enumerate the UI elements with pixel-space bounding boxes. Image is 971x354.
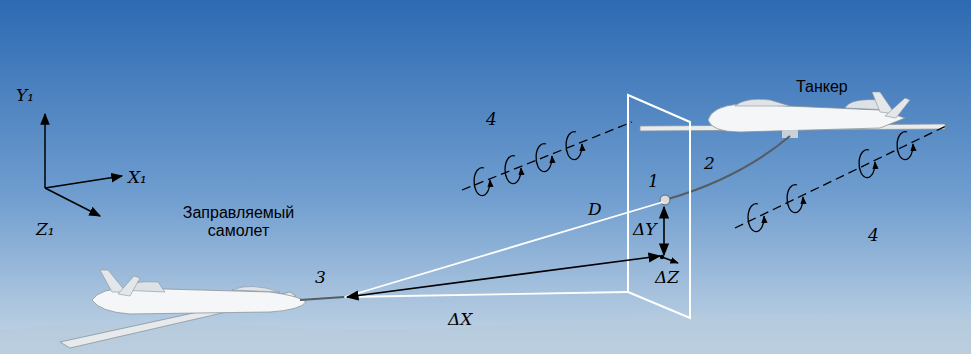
haze bbox=[0, 315, 971, 354]
aircraft-name: Заправляемый самолет bbox=[176, 204, 301, 239]
axis-label: Z₁ bbox=[36, 220, 55, 239]
dimension-label: ΔX bbox=[448, 310, 472, 329]
reference-plane bbox=[628, 95, 690, 318]
probe-point bbox=[660, 255, 664, 259]
axis-label: Y₁ bbox=[16, 86, 34, 105]
cone-lines bbox=[345, 202, 663, 297]
callout-number: 1 bbox=[648, 172, 659, 191]
wake-vortex bbox=[462, 122, 632, 196]
callout-number: 4 bbox=[868, 226, 879, 245]
aircraft-name: Танкер bbox=[796, 78, 848, 96]
axes bbox=[45, 114, 122, 216]
dimension-label: ΔY bbox=[633, 220, 657, 239]
callout-number: 3 bbox=[315, 268, 326, 287]
callout-number: 4 bbox=[486, 110, 497, 129]
tanker-aircraft bbox=[640, 92, 945, 138]
dy-arrow bbox=[663, 207, 665, 255]
wake-vortex bbox=[735, 125, 948, 232]
dz-arrow bbox=[662, 257, 678, 263]
hose bbox=[668, 136, 790, 199]
refuelled-aircraft bbox=[60, 270, 344, 348]
dimension-label: ΔZ bbox=[655, 268, 679, 287]
dimension-label: D bbox=[588, 200, 602, 219]
callout-number: 2 bbox=[704, 154, 715, 173]
dx-arrow bbox=[347, 256, 660, 297]
axis-label: X₁ bbox=[128, 168, 147, 187]
drogue bbox=[660, 195, 670, 205]
